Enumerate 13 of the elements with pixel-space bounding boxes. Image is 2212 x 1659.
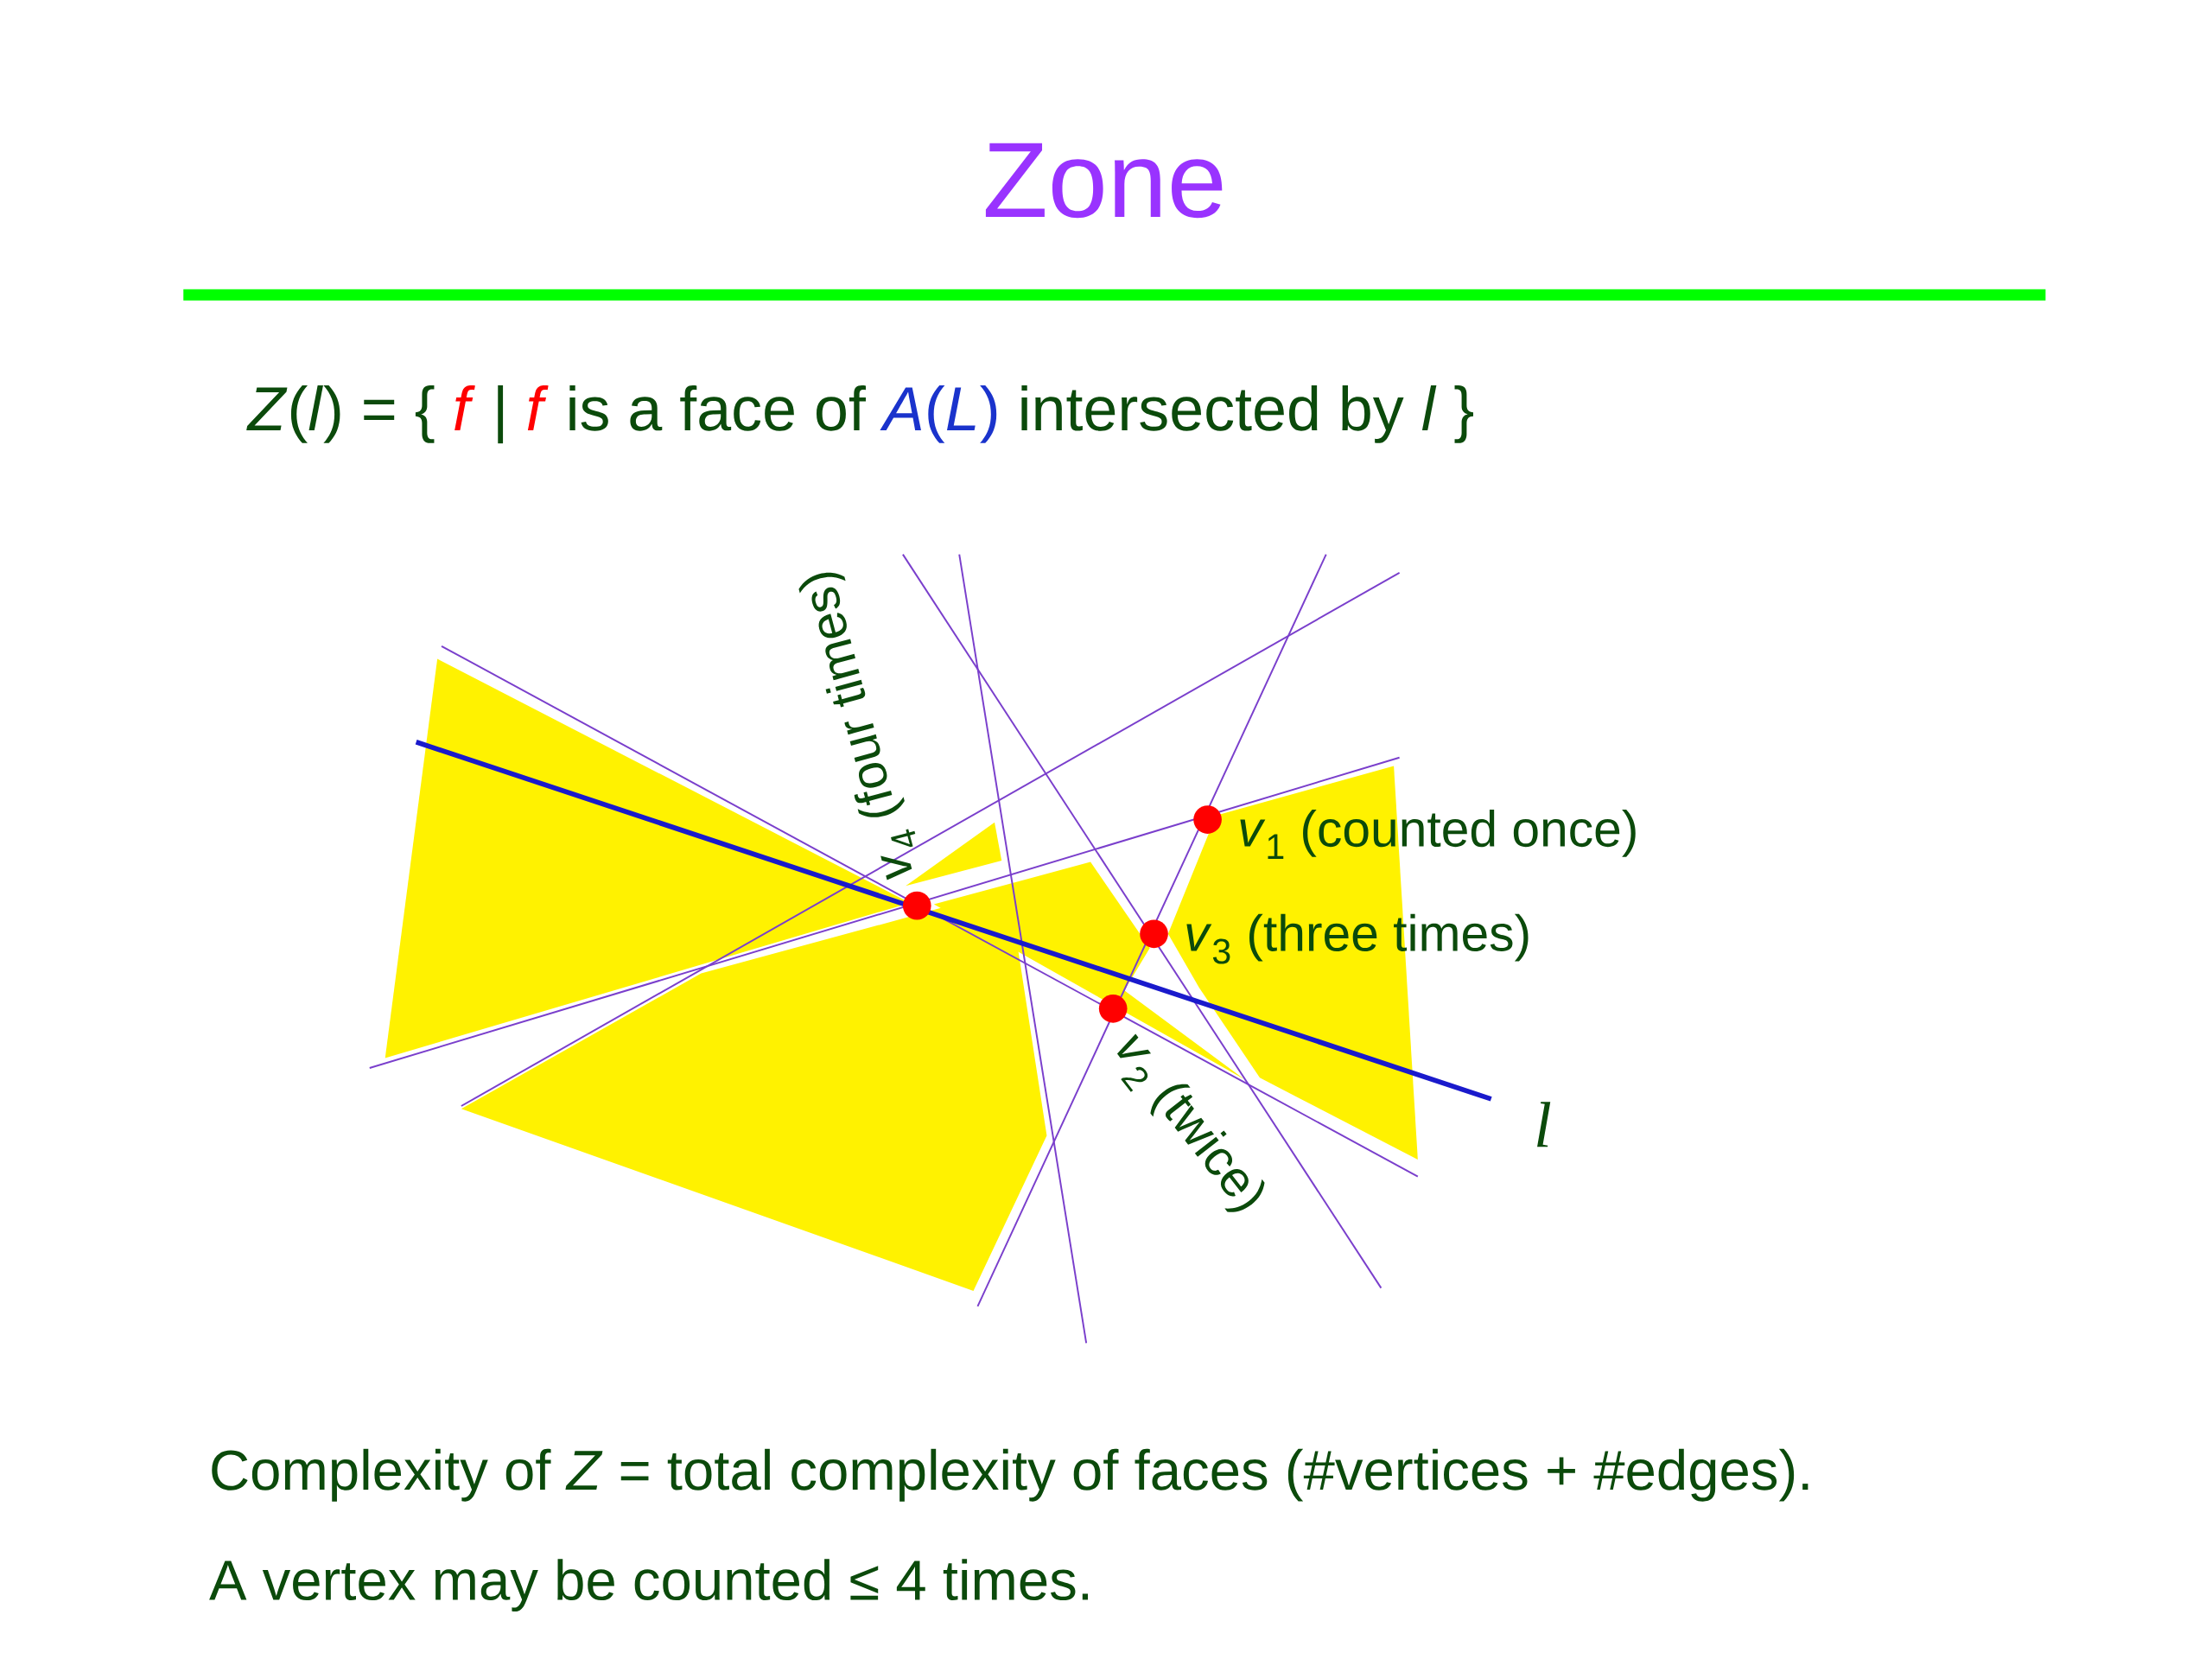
label: A(L) [880,385,997,443]
label: is a face of [569,385,866,431]
line-label: l [1537,1102,1551,1147]
label: | [498,385,504,444]
slide-title: Zone [985,143,1223,219]
label: Z(l) = { [246,385,435,443]
label: f [527,385,549,430]
formula-text: Z(l) = { f | f is a face of A(L) intersected by l } [246,385,1473,444]
label: f [454,385,475,430]
note-text: A vertex may be counted ≤ 4 times. [209,1559,1088,1611]
note-text: Complexity of Z = total complexity of faces (#vertices + #edges). [212,1448,1808,1502]
label: intersected by l } [1021,385,1473,443]
vertex-label: v$_{4}$ (four times) [798,572,916,880]
